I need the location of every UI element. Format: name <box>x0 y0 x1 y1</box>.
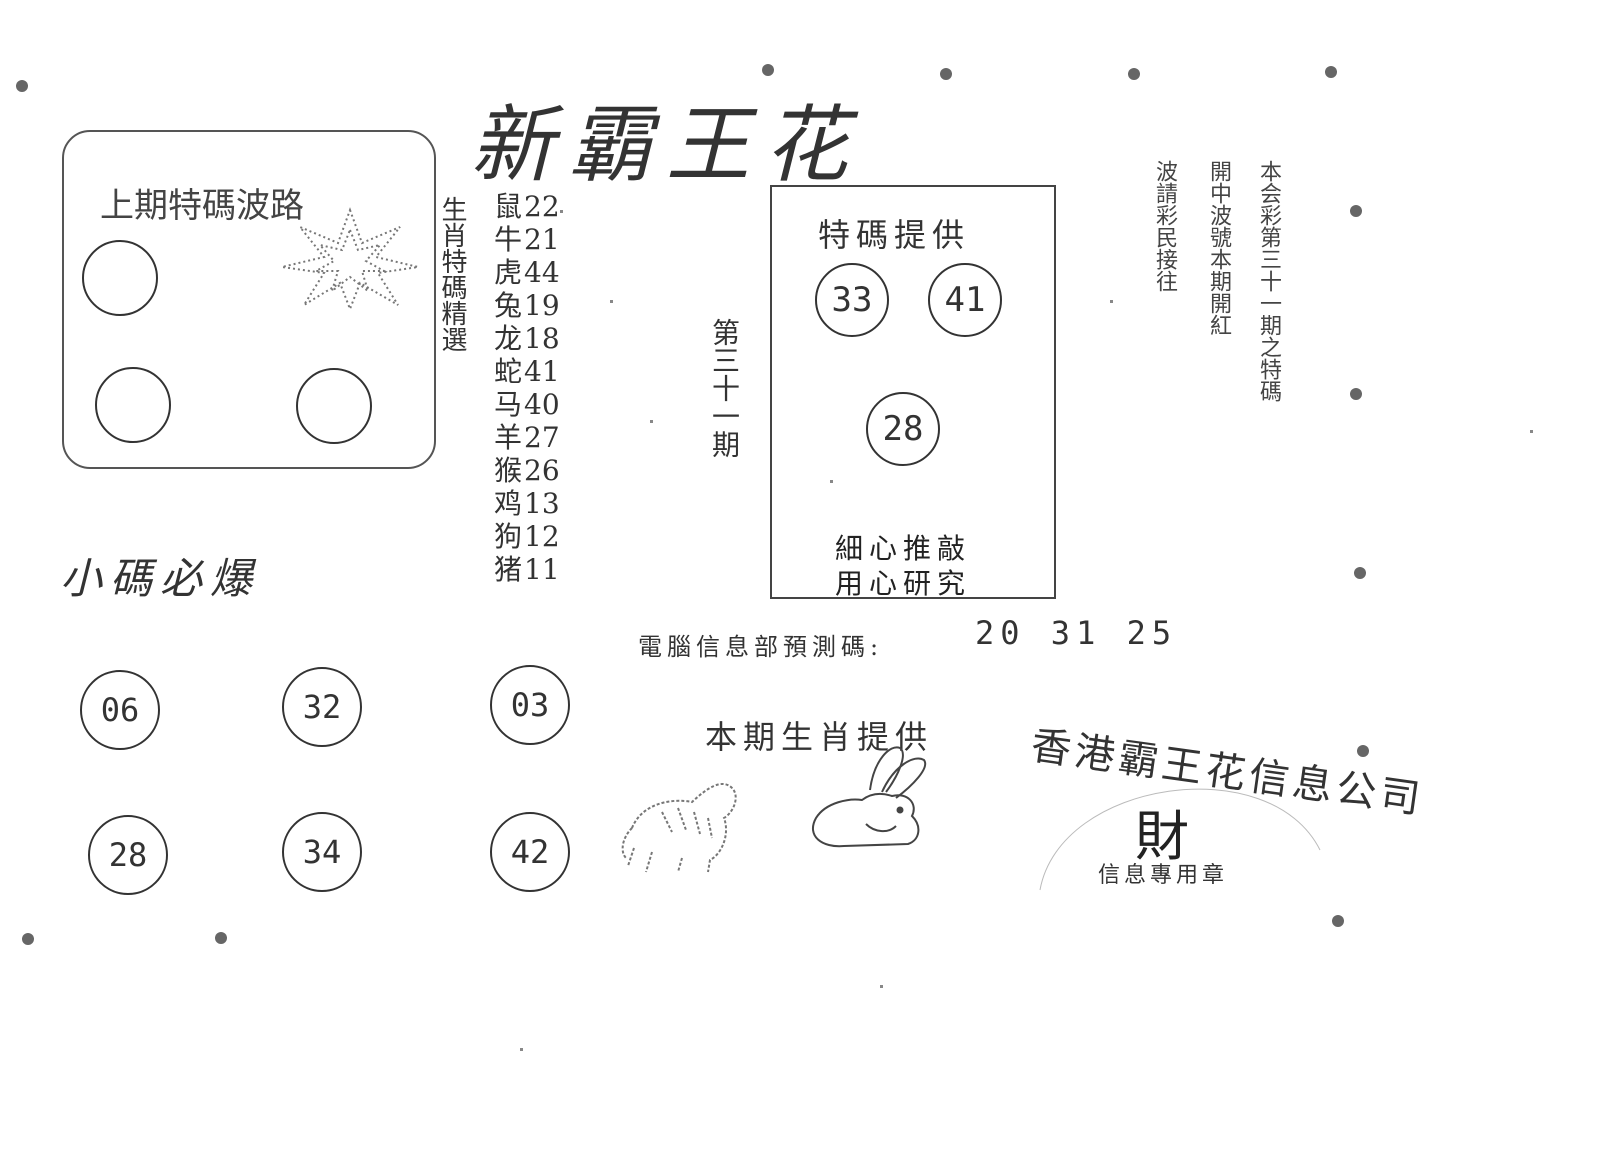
special-code-title: 特碼提供 <box>818 216 971 254</box>
speck-decoration <box>215 932 227 944</box>
previous-wave-circle <box>82 240 158 316</box>
notice-column: 開中波號本期開紅 <box>1206 160 1231 336</box>
slogan-line: 細心推敲 <box>835 532 972 565</box>
speck-decoration <box>22 933 34 945</box>
rabbit-icon <box>812 746 927 848</box>
special-number: 28 <box>866 392 940 466</box>
zodiac-animal: 猴 <box>494 454 523 487</box>
speck-decoration <box>1350 388 1362 400</box>
prediction-value: 20 31 25 <box>975 614 1178 652</box>
zodiac-number: 11 <box>524 553 560 586</box>
zodiac-animal: 虎 <box>494 256 523 289</box>
zodiac-animal: 猪 <box>494 553 523 586</box>
notice-column: 本会彩第三十一期之特碼 <box>1256 160 1281 402</box>
speck-decoration <box>1357 745 1369 757</box>
small-code-number: 34 <box>282 812 362 892</box>
zodiac-number: 21 <box>524 223 560 256</box>
previous-wave-box <box>62 130 436 469</box>
zodiac-animal: 马 <box>494 388 523 421</box>
dot-decoration <box>830 480 833 483</box>
speck-decoration <box>1354 567 1366 579</box>
speck-decoration <box>16 80 28 92</box>
zodiac-number: 18 <box>524 322 560 355</box>
seal-center-character: 財 <box>1135 805 1189 868</box>
slogan-line: 用心研究 <box>835 567 972 600</box>
speck-decoration <box>1350 205 1362 217</box>
special-code-box <box>770 185 1056 599</box>
zodiac-number: 19 <box>524 289 560 322</box>
company-seal <box>1039 788 1321 891</box>
previous-wave-circle <box>95 367 171 443</box>
zodiac-number: 27 <box>524 421 560 454</box>
tiger-icon <box>621 783 737 873</box>
small-codes-heading: 小碼必爆 <box>60 554 261 603</box>
dot-decoration <box>1110 300 1113 303</box>
issue-number: 第三十一期 <box>708 318 741 458</box>
speck-decoration <box>1128 68 1140 80</box>
dot-decoration <box>520 1048 523 1051</box>
zodiac-animal: 鸡 <box>494 487 523 520</box>
seal-subtitle: 信息專用章 <box>1098 863 1229 888</box>
dot-decoration <box>880 985 883 988</box>
zodiac-animal: 牛 <box>494 223 523 256</box>
zodiac-animal: 狗 <box>494 520 523 553</box>
star-burst-icon <box>281 207 419 310</box>
previous-wave-circle <box>296 368 372 444</box>
zodiac-number: 41 <box>524 355 560 388</box>
zodiac-number: 12 <box>524 520 560 553</box>
zodiac-number: 13 <box>524 487 560 520</box>
dot-decoration <box>650 420 653 423</box>
page-title: 新霸王花 <box>470 96 863 194</box>
zodiac-animal: 羊 <box>494 421 523 454</box>
zodiac-animal: 龙 <box>494 322 523 355</box>
small-code-number: 28 <box>88 815 168 895</box>
special-number: 33 <box>815 263 889 337</box>
dot-decoration <box>610 300 613 303</box>
dot-decoration <box>1530 430 1533 433</box>
previous-wave-label: 上期特碼波路 <box>100 186 304 226</box>
zodiac-number: 22 <box>524 190 560 223</box>
special-number: 41 <box>928 263 1002 337</box>
speck-decoration <box>762 64 774 76</box>
zodiac-number: 26 <box>524 454 560 487</box>
dot-decoration <box>560 210 563 213</box>
small-code-number: 06 <box>80 670 160 750</box>
zodiac-animal: 蛇 <box>494 355 523 388</box>
zodiac-animal: 兔 <box>494 289 523 322</box>
zodiac-number: 44 <box>524 256 560 289</box>
speck-decoration <box>1325 66 1337 78</box>
zodiac-number: 40 <box>524 388 560 421</box>
small-code-number: 32 <box>282 667 362 747</box>
prediction-label: 電腦信息部預測碼: <box>638 633 884 661</box>
speck-decoration <box>1332 915 1344 927</box>
notice-column: 波請彩民接往 <box>1152 160 1177 292</box>
zodiac-animal: 鼠 <box>494 190 523 223</box>
speck-decoration <box>940 68 952 80</box>
zodiac-heading: 生肖特碼精選 <box>437 196 467 352</box>
small-code-number: 03 <box>490 665 570 745</box>
small-code-number: 42 <box>490 812 570 892</box>
